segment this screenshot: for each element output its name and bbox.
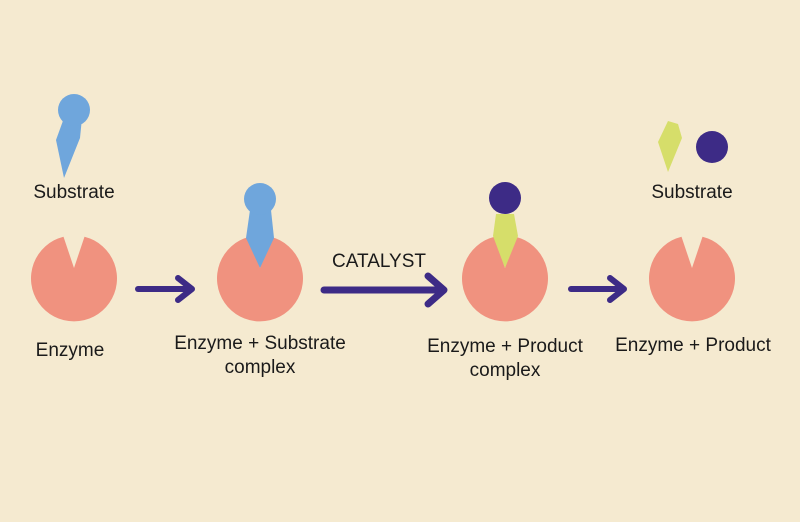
catalyst-arrow xyxy=(320,272,448,308)
enzyme-substrate-label-line2: complex xyxy=(224,357,296,378)
enzyme-product-label: Enzyme + Product xyxy=(615,335,771,356)
product-ball-bound xyxy=(489,182,521,214)
enzyme-substrate-complex-label: Enzyme + Substrate complex xyxy=(160,332,360,380)
product-ball-free xyxy=(696,131,728,163)
substrate-head xyxy=(58,94,90,126)
arrow-1 xyxy=(135,275,195,303)
bound-substrate xyxy=(244,183,276,268)
enzyme-4 xyxy=(649,236,736,322)
enzyme-product-label-line1: Enzyme + Product xyxy=(427,336,583,357)
product-piece-free xyxy=(658,121,682,172)
substrate-head xyxy=(244,183,276,215)
substrate-body xyxy=(56,118,82,178)
enzyme-1 xyxy=(31,236,117,322)
enzyme-substrate-label-line1: Enzyme + Substrate xyxy=(174,333,346,354)
catalyst-label: CATALYST xyxy=(332,251,426,272)
substrate-label-1: Substrate xyxy=(33,182,115,203)
product-piece-bound xyxy=(493,214,518,268)
enzyme-3 xyxy=(462,236,548,322)
substrate-label-2: Substrate xyxy=(651,182,733,203)
enzyme-2 xyxy=(216,236,303,322)
enzyme-label: Enzyme xyxy=(35,340,105,361)
arrow-3 xyxy=(568,275,627,303)
free-substrate xyxy=(56,94,90,178)
enzyme-product-complex-label: Enzyme + Product complex xyxy=(405,335,605,383)
enzyme-product-label-line2: complex xyxy=(469,360,541,381)
substrate-body xyxy=(246,210,274,268)
